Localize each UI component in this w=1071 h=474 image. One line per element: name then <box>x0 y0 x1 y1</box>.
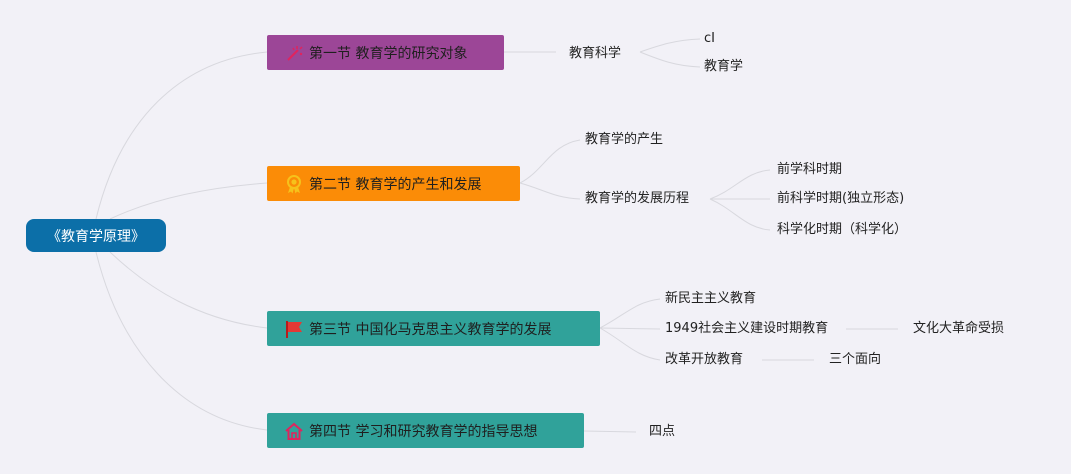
node-pre-discipline[interactable]: 前学科时期 <box>777 162 843 177</box>
link-science-ci <box>639 38 701 53</box>
topic-label: 第四节 学习和研究教育学的指导思想 <box>309 423 538 440</box>
topic-node-section-4[interactable]: 第四节 学习和研究教育学的指导思想 <box>267 413 584 448</box>
node-new-democratic[interactable]: 新民主主义教育 <box>665 291 757 306</box>
node-reform-opening[interactable]: 改革开放教育 <box>665 352 744 367</box>
node-scientific[interactable]: 科学化时期（科学化） <box>777 222 908 237</box>
node-pre-science[interactable]: 前科学时期(独立形态) <box>777 191 905 206</box>
link-t3-newdem <box>599 298 661 329</box>
link-history-pre <box>709 169 771 200</box>
link-history-sci <box>709 198 771 231</box>
node-cultural-revolution[interactable]: 文化大革命受损 <box>913 321 1005 336</box>
house-icon <box>283 420 305 442</box>
topic-label: 第二节 教育学的产生和发展 <box>309 176 482 193</box>
topic-label: 第一节 教育学的研究对象 <box>309 45 468 62</box>
link-t2-origin <box>519 139 581 184</box>
node-education-science[interactable]: 教育科学 <box>569 46 622 61</box>
link-science-pedagogy <box>639 51 701 68</box>
topic-node-section-2[interactable]: 第二节 教育学的产生和发展 <box>267 166 520 201</box>
link-root-t2 <box>109 182 268 220</box>
node-pedagogy[interactable]: 教育学 <box>704 59 744 74</box>
link-t3-reform <box>599 327 661 361</box>
link-root-t3 <box>109 251 268 329</box>
node-four-points[interactable]: 四点 <box>649 424 676 439</box>
root-node[interactable]: 《教育学原理》 <box>26 219 166 252</box>
node-origin[interactable]: 教育学的产生 <box>585 132 664 147</box>
link-t3-1949 <box>599 327 661 330</box>
link-root-t4 <box>95 251 268 431</box>
award-medal-icon <box>283 173 305 195</box>
node-history[interactable]: 教育学的发展历程 <box>585 191 690 206</box>
red-flag-icon <box>283 318 305 340</box>
node-ci[interactable]: cI <box>704 31 715 46</box>
sparkle-wand-icon <box>283 42 305 64</box>
link-t2-history <box>519 182 581 200</box>
topic-label: 第三节 中国化马克思主义教育学的发展 <box>309 321 552 338</box>
link-t4-four <box>583 430 637 433</box>
topic-node-section-3[interactable]: 第三节 中国化马克思主义教育学的发展 <box>267 311 600 346</box>
node-three-orientations[interactable]: 三个面向 <box>829 352 882 367</box>
topic-node-section-1[interactable]: 第一节 教育学的研究对象 <box>267 35 504 70</box>
node-1949-construction[interactable]: 1949社会主义建设时期教育 <box>665 321 829 336</box>
link-root-t1 <box>95 51 268 220</box>
